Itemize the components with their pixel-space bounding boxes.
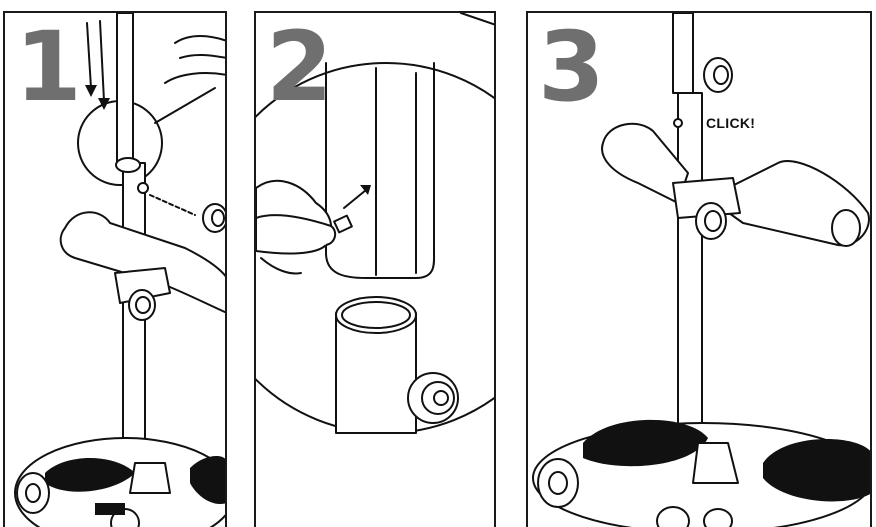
clamp-knob-center: [705, 211, 721, 231]
wheel-front: [657, 507, 689, 527]
knob-center: [434, 391, 448, 405]
tube-opening-inner: [342, 302, 410, 328]
wheel-front-right: [704, 509, 732, 527]
knob-guide-line: [150, 195, 195, 215]
step-3-panel: 3 CLICK!: [526, 11, 872, 527]
click-callout: CLICK!: [706, 115, 755, 131]
pin: [138, 183, 148, 193]
knob-center: [212, 210, 224, 226]
top-edge-line: [461, 13, 496, 25]
pin-hole: [674, 119, 682, 127]
hand-outline: [165, 36, 227, 83]
tube-foot: [130, 463, 170, 493]
handle-right-end: [832, 210, 860, 246]
base-stripe: [95, 503, 125, 515]
wheel-left-hub: [549, 472, 567, 494]
magnifier-pointer: [155, 88, 215, 123]
step-number: 3: [538, 19, 605, 115]
tube-opening: [116, 158, 140, 172]
step-number: 2: [266, 19, 333, 115]
step-number: 1: [15, 19, 82, 115]
wheel-left-hub: [26, 484, 40, 502]
down-arrow-icon: [85, 21, 110, 110]
step-1-panel: 1: [3, 11, 227, 527]
lower-tube: [123, 163, 145, 483]
clamp-knob-center: [136, 297, 150, 313]
upper-tube: [673, 13, 693, 93]
step-2-panel: 2: [254, 11, 496, 527]
upper-tube: [117, 13, 133, 163]
top-knob-center: [714, 66, 728, 84]
